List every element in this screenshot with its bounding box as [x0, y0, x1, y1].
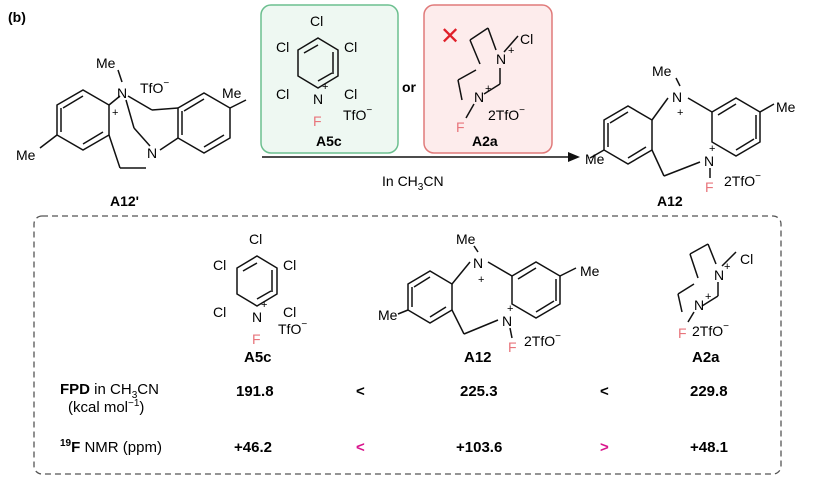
svg-text:N: N	[502, 313, 512, 329]
comparison-a2a-structure: Cl N + N + F 2TfO−	[677, 243, 753, 341]
arrow-head-icon	[568, 152, 580, 162]
reactant-me-left: Me	[16, 147, 36, 163]
svg-text:Me: Me	[456, 231, 476, 247]
svg-text:TfO−: TfO−	[278, 319, 307, 337]
svg-text:+: +	[705, 291, 711, 303]
svg-text:Me: Me	[378, 307, 398, 323]
svg-text:Me: Me	[585, 151, 605, 167]
svg-text:+: +	[709, 143, 715, 155]
fpd-value-a12: 225.3	[460, 383, 498, 400]
svg-text:N: N	[474, 89, 484, 105]
a5c-name: A5c	[316, 133, 342, 149]
svg-text:+: +	[507, 303, 513, 315]
svg-text:Cl: Cl	[283, 257, 296, 273]
svg-text:Cl: Cl	[310, 13, 323, 29]
column-a2a: A2a	[692, 349, 720, 366]
svg-text:2TfO−: 2TfO−	[524, 331, 561, 349]
reactant-me-right: Me	[222, 85, 242, 101]
comparison-a12-structure: Me N + Me N + F 2TfO− Me	[378, 231, 600, 355]
comparison-box	[33, 215, 782, 475]
svg-text:N: N	[313, 91, 323, 107]
column-a12: A12	[464, 349, 492, 366]
svg-text:+: +	[677, 107, 683, 119]
column-a5c: A5c	[244, 349, 272, 366]
svg-text:F: F	[678, 325, 687, 341]
nmr-comparator-2: >	[600, 439, 609, 456]
nmr-comparator-1: <	[356, 439, 365, 456]
fpd-value-a2a: 229.8	[690, 383, 728, 400]
product-structure: Me N + Me N + F 2TfO− Me	[585, 63, 796, 195]
reactant-structure: Me N + Me TfO− N Me	[16, 55, 247, 169]
reactant-n-top: N	[117, 85, 127, 101]
a2a-name: A2a	[472, 133, 498, 149]
svg-text:Me: Me	[580, 263, 600, 279]
a5c-counterion: TfO−	[343, 105, 372, 123]
svg-text:+: +	[485, 83, 491, 95]
svg-text:Cl: Cl	[276, 39, 289, 55]
svg-text:Me: Me	[776, 99, 796, 115]
comparison-a5c-structure: Cl Cl Cl Cl Cl N + F TfO−	[213, 231, 307, 347]
svg-text:N: N	[714, 267, 724, 283]
a2a-fluorine: F	[456, 119, 465, 135]
svg-text:N: N	[704, 153, 714, 169]
nmr-value-a12: +103.6	[456, 439, 502, 456]
svg-text:+: +	[478, 274, 484, 286]
or-text: or	[402, 79, 417, 95]
product-counterion: 2TfO−	[724, 171, 761, 189]
product-name: A12	[657, 193, 683, 209]
svg-text:N: N	[672, 89, 682, 105]
reactant-counterion: TfO−	[140, 78, 169, 96]
a5c-fluorine: F	[313, 113, 322, 129]
svg-text:+: +	[508, 45, 514, 57]
svg-text:F: F	[252, 331, 261, 347]
svg-text:+: +	[322, 81, 328, 93]
svg-text:Cl: Cl	[740, 251, 753, 267]
svg-text:Cl: Cl	[213, 257, 226, 273]
svg-text:+: +	[261, 299, 267, 311]
nmr-value-a5c: +46.2	[234, 439, 272, 456]
a2a-structure: ✕ Cl N + N + F 2TfO−	[440, 23, 533, 135]
cross-icon: ✕	[440, 23, 460, 50]
a5c-structure: Cl Cl Cl Cl Cl N + F TfO−	[276, 13, 372, 129]
svg-text:N: N	[473, 255, 483, 271]
svg-text:N: N	[252, 309, 262, 325]
panel-label: (b)	[8, 9, 26, 25]
a5c-reagent-box	[260, 4, 399, 154]
svg-text:Cl: Cl	[283, 304, 296, 320]
reactant-name: A12'	[110, 193, 139, 209]
svg-text:Cl: Cl	[344, 39, 357, 55]
reaction-conditions: In CH3CN	[382, 173, 444, 193]
fpd-value-a5c: 191.8	[236, 383, 274, 400]
svg-text:Cl: Cl	[213, 304, 226, 320]
fpd-row-label: FPD in CH3CN	[60, 381, 159, 401]
product-fluorine: F	[705, 179, 714, 195]
svg-text:Cl: Cl	[276, 86, 289, 102]
svg-text:Cl: Cl	[520, 31, 533, 47]
fpd-row-unit: (kcal mol−1)	[68, 398, 144, 416]
svg-text:+: +	[724, 261, 730, 273]
fpd-comparator-2: <	[600, 383, 609, 400]
svg-text:N: N	[496, 51, 506, 67]
svg-text:F: F	[508, 339, 517, 355]
nmr-row-label: 19F NMR (ppm)	[60, 438, 162, 456]
svg-text:N: N	[694, 297, 704, 313]
svg-text:2TfO−: 2TfO−	[692, 321, 729, 339]
a2a-counterion: 2TfO−	[488, 105, 525, 123]
reactant-me-top: Me	[96, 55, 116, 71]
reactant-plus: +	[112, 107, 118, 119]
svg-text:Cl: Cl	[344, 86, 357, 102]
svg-text:Me: Me	[652, 63, 672, 79]
svg-text:Cl: Cl	[249, 231, 262, 247]
reactant-n-bottom: N	[147, 145, 157, 161]
nmr-value-a2a: +48.1	[690, 439, 728, 456]
fpd-comparator-1: <	[356, 383, 365, 400]
a2a-reagent-box	[423, 4, 553, 154]
